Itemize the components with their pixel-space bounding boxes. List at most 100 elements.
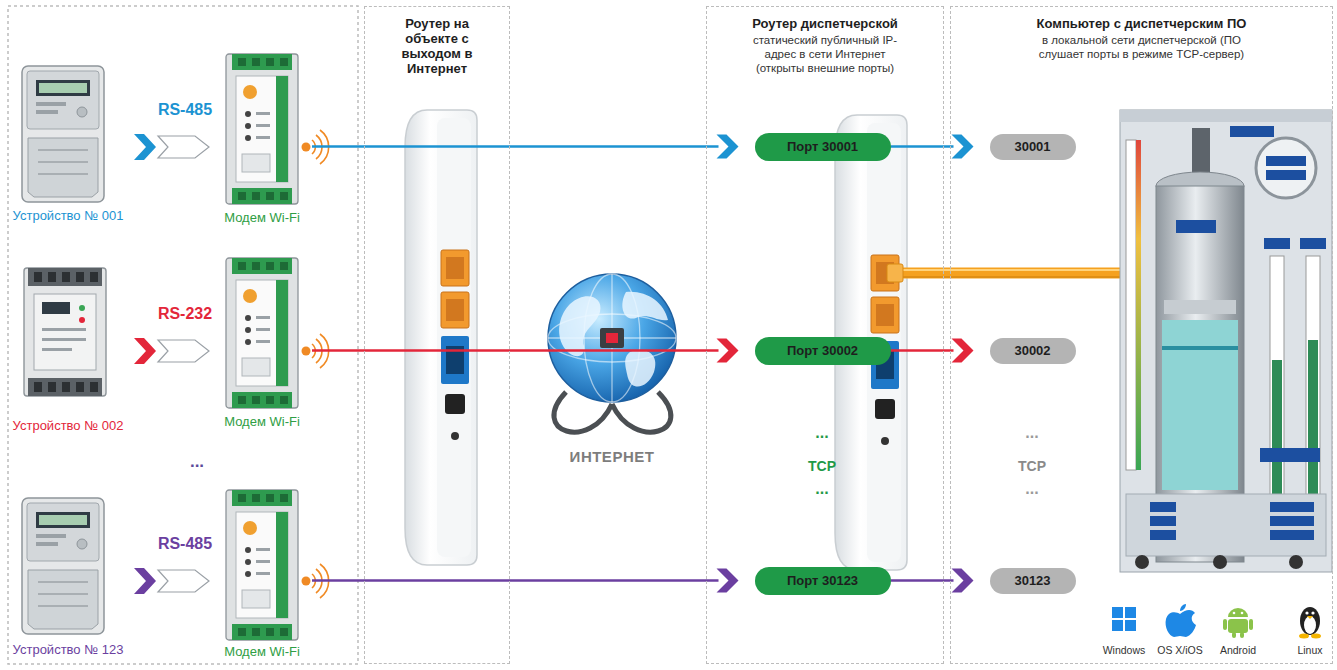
zone-heading: Роутер на объекте с выходом в Интернет (387, 16, 487, 76)
controller-device (48, 382, 56, 392)
controller-device (42, 348, 72, 351)
scada-screen (1270, 516, 1314, 526)
scada-screen (1230, 126, 1274, 137)
os-label: Android (1210, 644, 1266, 656)
network-cable (895, 268, 1122, 279)
android-icon (1233, 612, 1236, 615)
device-box: Устройство № 123 (6, 496, 130, 658)
port-pill: Порт 30001 (755, 133, 891, 161)
serial-arrow-body (158, 136, 209, 158)
network-cable (887, 264, 903, 282)
zone-heading: Компьютер с диспетчерским ПО (962, 16, 1322, 31)
site-router (405, 110, 477, 565)
zone-frame (8, 6, 358, 664)
android-icon (1241, 612, 1244, 615)
zone-heading: Роутер диспетчерской (715, 16, 935, 31)
android-icon (1240, 632, 1244, 638)
controller-device (42, 328, 86, 331)
wifi-modem (226, 258, 298, 408)
modem-name: Модем Wi-Fi (212, 644, 312, 660)
link-line (891, 349, 954, 352)
linux-icon (1305, 611, 1308, 614)
controller-device (79, 305, 85, 311)
link-line (312, 145, 719, 148)
dispatch-pc-zone: Компьютер с диспетчерским ПОв локальной … (950, 6, 1333, 664)
listen-port-pill: 30123 (990, 568, 1076, 594)
serial-arrow-body (158, 340, 209, 362)
scada-screen (1120, 110, 1332, 572)
controller-device (34, 294, 96, 370)
controller-device (42, 338, 86, 341)
scada-screen (1162, 320, 1238, 490)
serial-chevron (134, 568, 156, 594)
device-name: Устройство № 001 (6, 208, 130, 224)
scada-screen (1270, 256, 1284, 512)
site-router-zone: Роутер на объекте с выходом в Интернет (364, 6, 510, 664)
tcp-link (312, 339, 739, 363)
windows-icon (1125, 620, 1136, 631)
globe-icon (559, 296, 600, 356)
os-label: Linux (1285, 644, 1335, 656)
globe-icon (548, 274, 676, 432)
scada-screen (1162, 346, 1238, 350)
network-cable (895, 269, 1122, 271)
scada-screen (1306, 256, 1320, 512)
scada-screen (1120, 110, 1332, 572)
android-icon (1249, 619, 1253, 630)
link-line (312, 579, 719, 582)
linux-icon (1300, 607, 1320, 635)
scada-screen (1213, 555, 1227, 569)
modem-box: Модем Wi-Fi (212, 256, 312, 430)
controller-device (24, 268, 106, 396)
serial-arrow-body (158, 570, 209, 592)
port-number: 30001 (1014, 139, 1050, 154)
continuation-dots: ... (782, 424, 862, 442)
scada-screen (1289, 555, 1303, 569)
listen-port-pill: 30001 (990, 134, 1076, 160)
serial-chevron (134, 338, 156, 364)
port-number: Порт 30123 (787, 573, 858, 588)
globe-icon (606, 333, 618, 343)
scada-screen (1126, 140, 1136, 470)
apple-icon (1166, 610, 1196, 637)
controller-device (90, 272, 98, 282)
android-icon (1223, 619, 1227, 630)
scada-screen (1308, 340, 1318, 510)
meter-device (22, 66, 104, 202)
modem-name: Модем Wi-Fi (212, 414, 312, 430)
controller-device (62, 272, 70, 282)
controller-device (34, 272, 42, 282)
linux-icon (1304, 616, 1316, 634)
controller-device (48, 272, 56, 282)
scada-screen (1270, 502, 1314, 512)
scada-screen (1150, 516, 1176, 526)
serial-arrow (134, 134, 209, 160)
continuation-dots: ... (992, 480, 1072, 498)
port-number: 30002 (1014, 343, 1050, 358)
controller-device (76, 272, 84, 282)
link-arrowhead (717, 569, 739, 593)
globe-icon (625, 350, 655, 387)
scada-screen (1270, 530, 1314, 540)
controller-device (24, 268, 106, 396)
linux-icon (1299, 607, 1321, 639)
internet-cloud: ИНТЕРНЕТ (520, 268, 704, 465)
modem-box: Модем Wi-Fi (212, 488, 312, 660)
modem-name: Модем Wi-Fi (212, 210, 312, 226)
globe-icon (622, 292, 668, 320)
os-label: Windows (1096, 644, 1152, 656)
scada-screen (1260, 448, 1320, 462)
link-arrowhead (952, 569, 974, 593)
link-line (312, 349, 719, 352)
windows-icon (1112, 607, 1123, 618)
link-line (891, 145, 954, 148)
tcp-link (891, 569, 974, 593)
protocol-label: TCP (782, 458, 862, 474)
continuation-dots: ... (782, 480, 862, 498)
listen-port-pill: 30002 (990, 338, 1076, 364)
linux-icon (1307, 616, 1313, 619)
controller-device (28, 378, 102, 396)
port-number: Порт 30002 (787, 343, 858, 358)
port-pill: Порт 30002 (755, 337, 891, 365)
